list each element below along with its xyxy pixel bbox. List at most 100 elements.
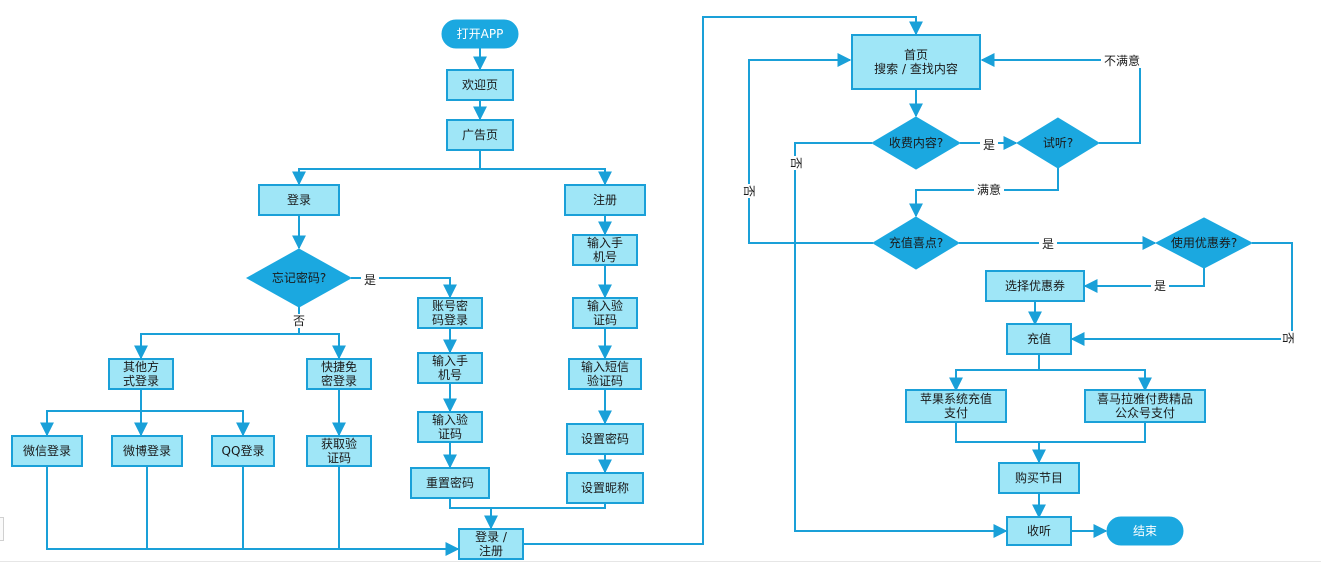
edge-recharge-split-apple [949,354,1040,392]
node-label: 输入手 [587,235,623,250]
node-label: 式登录 [123,373,159,388]
edge-label-satisfied: 满意 [974,182,1004,197]
node-login: 登录 [258,184,340,216]
node-register: 注册 [564,184,646,216]
edge-other-qq [141,410,250,437]
node-label: 码登录 [432,312,468,327]
node-label: 喜马拉雅付费精品 [1097,391,1193,406]
svg-text:是: 是 [983,138,995,152]
svg-text:是: 是 [1154,279,1166,293]
edge-trial-notsatisfied [980,53,1141,144]
node-end: 结束 [1106,516,1184,546]
edge-coupon-no-recharge [1070,242,1293,346]
node-label: 注册 [479,543,503,558]
node-label: 登录 / [475,529,508,544]
edge-coupon-yes-choose [1083,268,1205,293]
bottom-divider [0,561,1321,562]
svg-text:不满意: 不满意 [1104,53,1140,68]
edge-nick-loginreg [491,503,606,509]
node-label: QQ登录 [222,443,265,458]
node-open-app: 打开APP [441,19,519,49]
node-label: 充值喜点? [889,235,943,250]
node-label: 欢迎页 [462,77,498,92]
edge-forgot-yes [351,277,457,299]
svg-text:否: 否 [789,157,803,169]
svg-text:是: 是 [1042,237,1054,251]
node-label: 支付 [944,406,968,420]
node-label: 微博登录 [123,443,171,458]
node-label: 机号 [438,368,462,382]
node-label: 试听? [1043,135,1073,150]
node-label: 证码 [327,451,351,465]
svg-text:否: 否 [293,314,305,328]
node-label: 使用优惠券? [1171,235,1237,250]
node-recharge-point: 充值喜点? [872,216,960,270]
node-welcome: 欢迎页 [446,69,514,101]
flowchart-edges [40,16,1293,556]
node-label: 苹果系统充值 [920,391,992,406]
node-forgot-pwd: 忘记密码? [245,248,353,308]
edge-recharge-split-himalaya [1039,369,1152,392]
svg-text:满意: 满意 [977,182,1001,197]
edge-loginreg-home [523,16,923,545]
node-label: 注册 [593,192,617,207]
edge-forgot-no-quick [299,333,346,360]
edge-label-paid-yes: 是 [980,138,998,152]
node-login-register: 登录 /注册 [458,528,524,560]
edge-paid-no-listen [794,142,1008,538]
node-label: 设置密码 [581,431,629,446]
edge-label-not-satisfied: 不满意 [1101,53,1143,68]
node-wechat-login: 微信登录 [11,435,83,467]
node-label: 首页 [904,48,928,62]
node-label: 机号 [593,250,617,264]
node-ad-page: 广告页 [446,119,514,151]
svg-text:是: 是 [364,273,376,287]
node-trial: 试听? [1016,117,1100,169]
edge-label-forgot-no: 否 [290,314,308,328]
node-weibo-login: 微博登录 [111,435,183,467]
edge-ad-split-register [480,168,612,186]
node-label: 其他方 [123,359,159,374]
edge-label-forgot-yes: 是 [361,273,379,287]
node-label: 登录 [287,192,311,207]
svg-text:否: 否 [1281,332,1295,344]
node-set-nickname: 设置昵称 [566,472,644,504]
edge-apple-merge [955,422,1046,464]
node-label: 密登录 [321,373,357,388]
node-label: 收听 [1027,524,1051,538]
node-label: 证码 [593,313,617,327]
node-label: 打开APP [457,27,504,41]
edge-reset-loginreg [449,498,498,530]
node-label: 收费内容? [889,135,943,150]
node-label: 购买节目 [1015,470,1063,485]
edge-label-coupon-no: 否 [1281,331,1295,345]
node-label: 重置密码 [426,475,474,490]
node-choose-coupon: 选择优惠券 [985,270,1085,302]
edge-other-split-wechat [40,389,142,437]
node-label: 验证码 [587,373,623,388]
node-label: 证码 [438,427,462,441]
svg-text:否: 否 [742,185,756,197]
node-label: 获取验 [321,436,357,451]
node-buy-program: 购买节目 [998,462,1080,494]
node-paid-content: 收费内容? [871,116,961,170]
edge-recharge-no-home [748,53,873,244]
node-label: 输入验 [587,298,623,313]
node-label: 设置昵称 [581,481,629,495]
node-label: 结束 [1133,524,1157,538]
node-label: 微信登录 [23,443,71,458]
node-use-coupon: 使用优惠券? [1154,217,1254,269]
node-set-pwd: 设置密码 [566,423,644,455]
